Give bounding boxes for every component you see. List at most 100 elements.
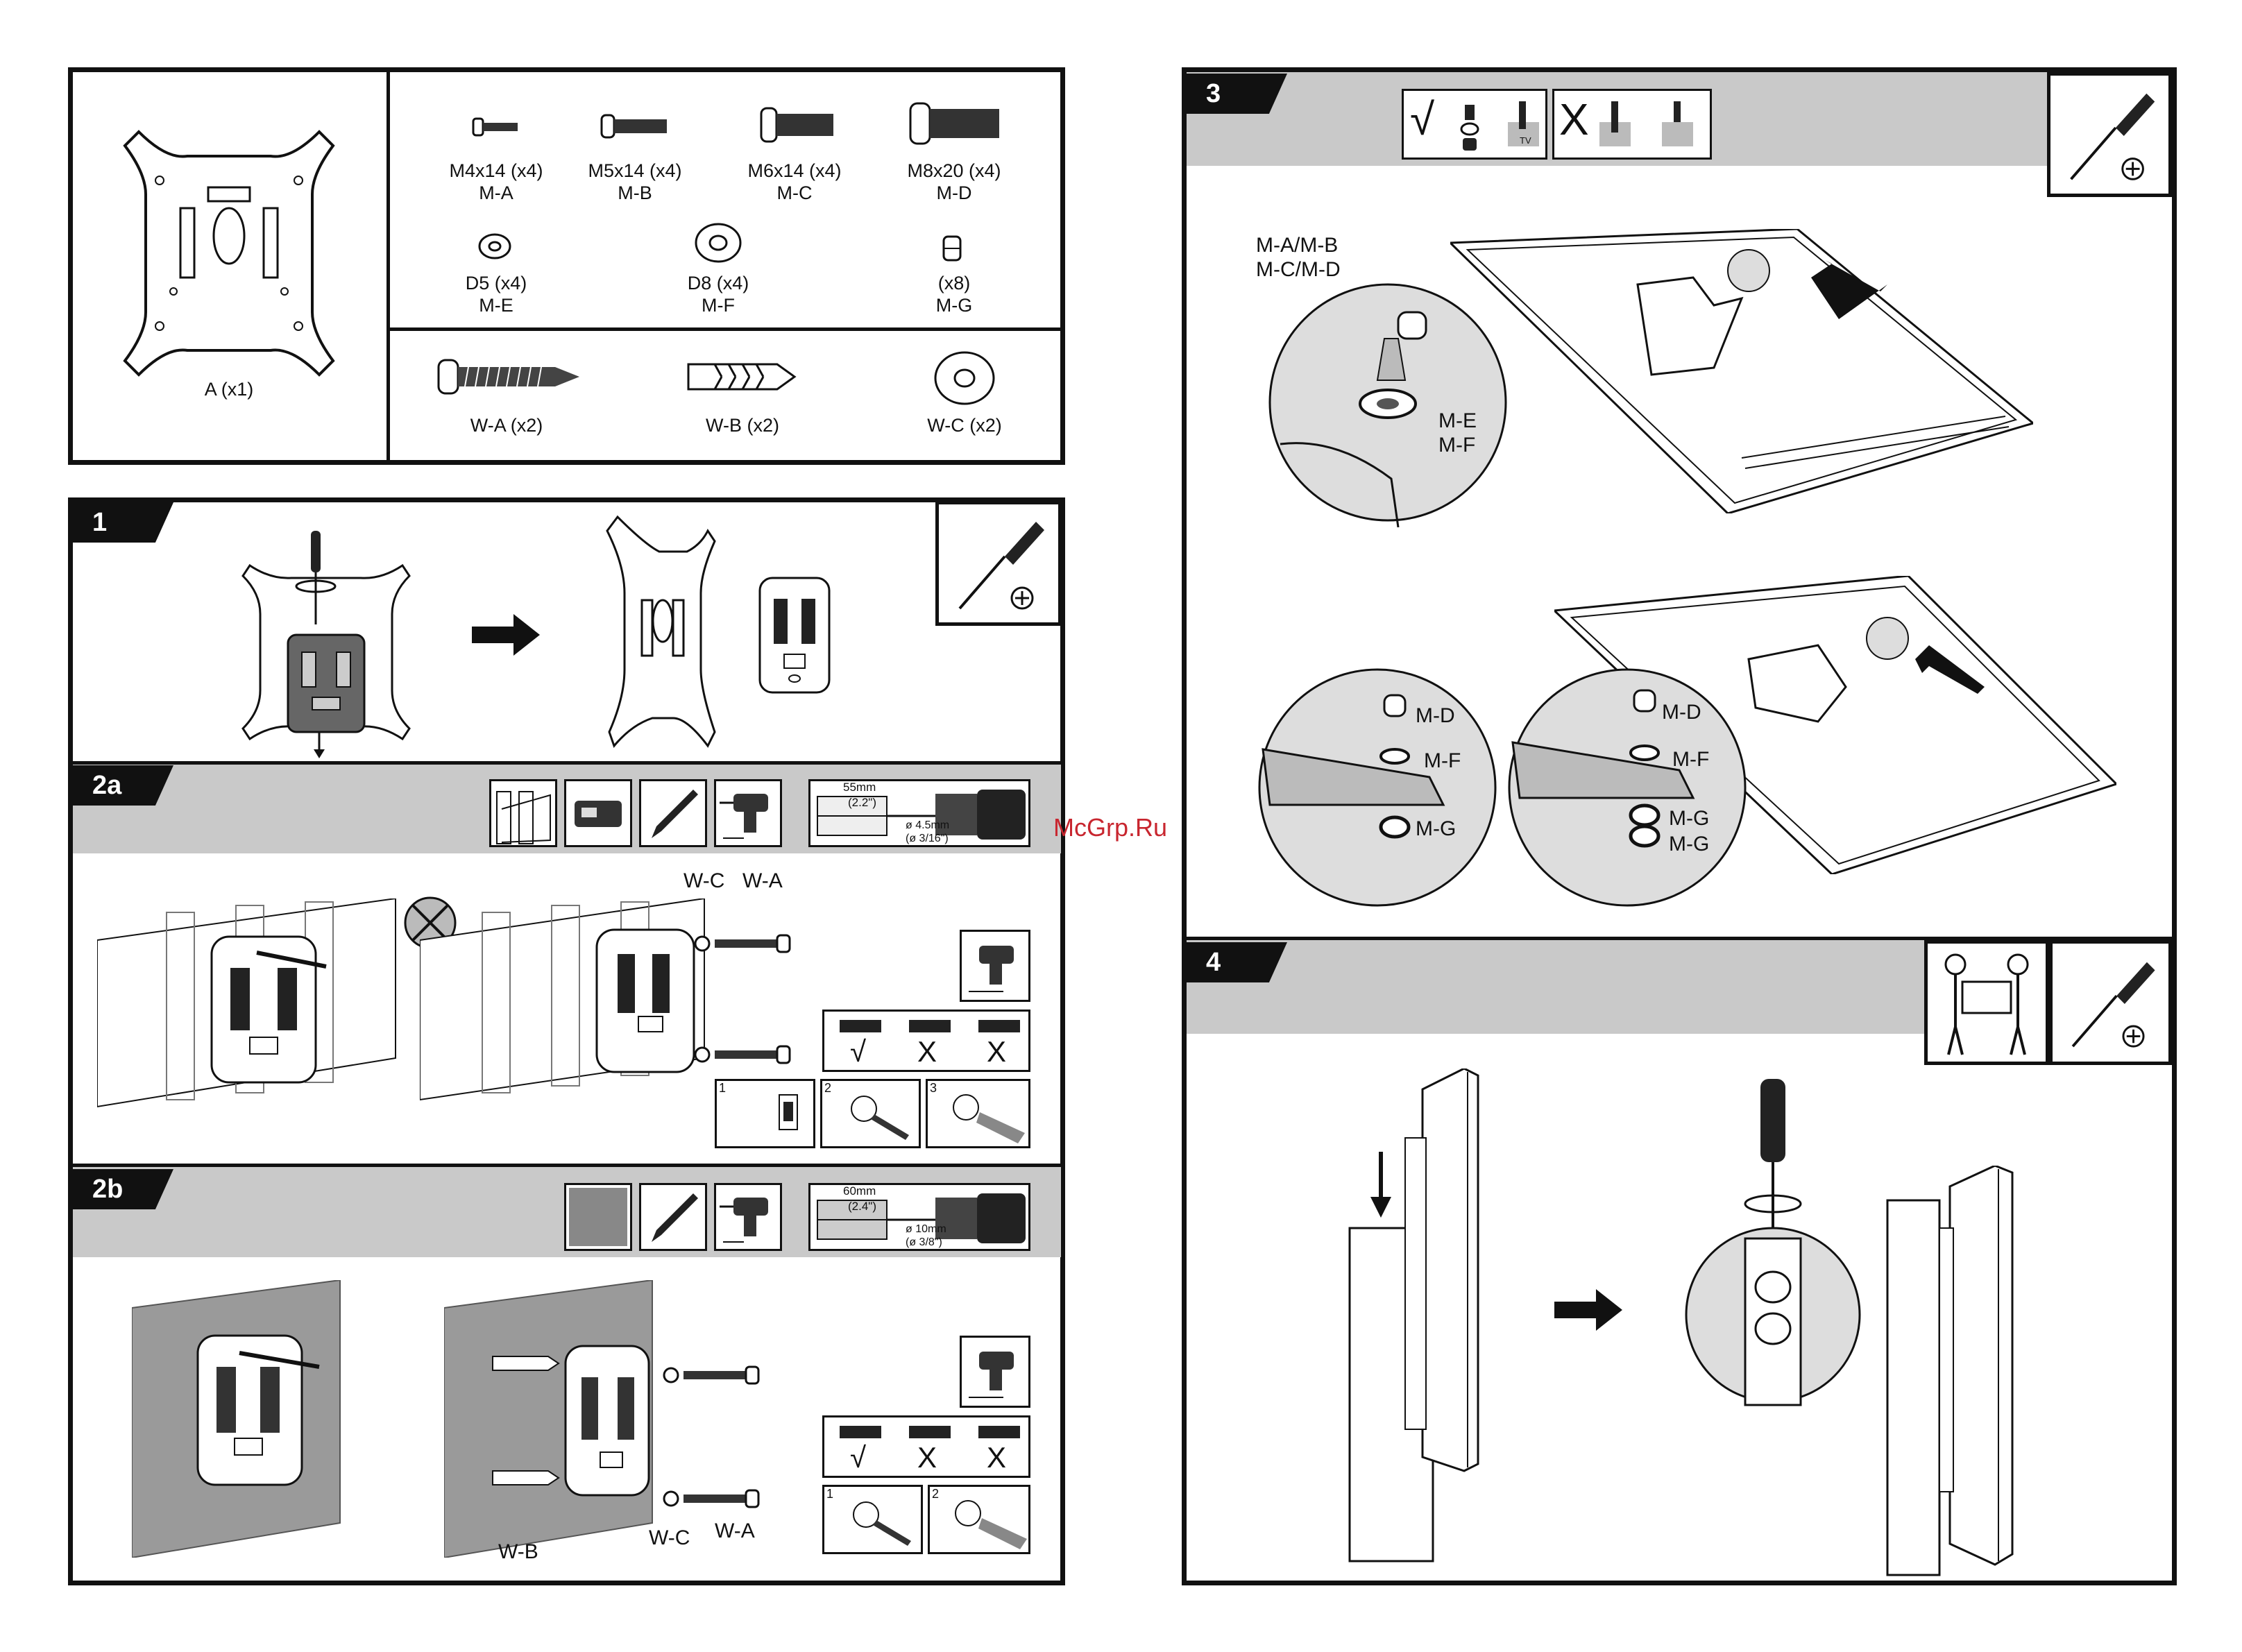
step-2b-sub-2-number: 2 [932, 1487, 940, 1501]
no-screw-warning-icon [402, 895, 458, 951]
level-ok-icon: √ [850, 1441, 867, 1474]
stud-finder-icon [564, 779, 632, 847]
w-a-label: W-A (x2) [470, 415, 543, 436]
washer-m-f-size: D8 (x4) [687, 273, 749, 293]
step-3-detail-circle-1 [1266, 278, 1509, 527]
level-bad-icon: X [917, 1035, 937, 1068]
drill-icon [714, 1183, 782, 1251]
washer-m-e-icon [477, 232, 512, 260]
spacer-m-g-code: M-G [935, 295, 973, 316]
two-person-lift-box [1924, 940, 2049, 1065]
step-2b-number: 2b [73, 1169, 173, 1209]
step-2a-drill-small-icon [960, 930, 1030, 1002]
step-3-m-g-callout-2a: M-G [1669, 807, 1710, 830]
screw-m-d-icon [909, 101, 1003, 146]
step-2b-sub-2 [928, 1485, 1030, 1554]
step-4-tv-hanging-drawing [1332, 1068, 1499, 1568]
step-3-detail-circle-2 [1256, 666, 1506, 909]
screw-m-b-code: M-B [618, 182, 652, 203]
step-2b-diameter: ø 10mm [906, 1223, 946, 1235]
step-4-number: 4 [1187, 942, 1287, 982]
step-2a-number: 2a [73, 765, 173, 806]
step-3-m-g-callout-2b: M-G [1669, 833, 1710, 855]
step-3-detail-circle-3 [1506, 666, 1756, 909]
step-2b-w-a-callout: W-A [715, 1519, 755, 1542]
washer-m-e-size: D5 (x4) [465, 273, 527, 293]
step-2a-divider [73, 761, 1061, 765]
wood-screw-w-a-icon [437, 357, 583, 396]
screw-m-b-icon [600, 111, 670, 142]
screw-m-d-size: M8x20 (x4) [907, 160, 1001, 181]
step-2a-wall-drawing-2 [420, 899, 725, 1107]
step-2a-sub-3-number: 3 [930, 1081, 937, 1095]
step-2a-screw-bottom [694, 1041, 798, 1068]
watermark: McGrp.Ru [1053, 813, 1168, 842]
screw-m-a-icon [472, 114, 520, 139]
step-4-arrow-icon [1554, 1289, 1624, 1331]
pencil-icon [639, 1183, 707, 1251]
step-2a-w-c-callout: W-C [683, 869, 725, 892]
step-2a-w-a-callout: W-A [742, 869, 783, 892]
screw-m-a-code: M-A [479, 182, 513, 203]
washer-m-e-code: M-E [479, 295, 513, 316]
w-c-label: W-C (x2) [927, 415, 1002, 436]
bracket-a-drawing [111, 118, 347, 389]
step-2a-sub-2-number: 2 [824, 1081, 832, 1095]
step-2a-sub-1-number: 1 [719, 1081, 727, 1095]
step-3-m-d-callout-1: M-D [1416, 704, 1455, 727]
level-bad-icon: X [987, 1035, 1007, 1068]
step-2b-sub-1-number: 1 [826, 1487, 834, 1501]
step-1-number: 1 [73, 502, 173, 543]
step-3-m-f-callout-1: M-F [1424, 749, 1461, 772]
screw-m-c-size: M6x14 (x4) [747, 160, 842, 181]
step-2b-depth-in: (2.4") [848, 1200, 876, 1213]
step-3-tv-drawing-top [1450, 229, 2033, 513]
step-2b-diameter-in: (ø 3/8") [906, 1236, 942, 1248]
step-2b-wall-drawing-2 [444, 1280, 666, 1558]
step-2a-depth: 55mm [843, 781, 876, 794]
step-1-arrow-icon [472, 614, 541, 656]
parts-divider [387, 69, 390, 463]
step-2b-screw-bottom [663, 1485, 767, 1513]
step-2b-divider [73, 1164, 1061, 1167]
step-2b-level-box [822, 1415, 1030, 1478]
step-2a-diameter: ø 4.5mm [906, 819, 950, 831]
level-ok-icon: √ [850, 1035, 867, 1068]
screw-m-b-size: M5x14 (x4) [588, 160, 682, 181]
level-bad-icon: X [917, 1441, 937, 1474]
step-2b-wall-drawing-1 [132, 1280, 347, 1558]
screw-m-d-code: M-D [936, 182, 972, 203]
screwdriver-icon [2071, 962, 2155, 1048]
w-b-label: W-B (x2) [706, 415, 779, 436]
step-4-detail-circle [1683, 1079, 1863, 1412]
step-2a-screw-top [694, 930, 798, 957]
anchor-w-b-icon [687, 357, 798, 396]
step-2a-sub-2 [820, 1079, 921, 1148]
step-3-m-f-callout-2: M-F [1672, 748, 1710, 771]
step-2a-depth-in: (2.2") [848, 796, 876, 809]
step-2b-sub-1 [822, 1485, 923, 1554]
bracket-a-label: A (x1) [204, 379, 254, 400]
spacer-m-g-size: (x8) [937, 273, 971, 293]
washer-m-f-icon [694, 222, 742, 264]
step-2b-drill-small-icon [960, 1336, 1030, 1408]
step-3-number: 3 [1187, 74, 1287, 114]
step-2a-level-box [822, 1010, 1030, 1072]
step-3-correct-box [1402, 89, 1547, 160]
screw-m-c-icon [760, 105, 836, 144]
pencil-icon [639, 779, 707, 847]
step-2a-diameter-in: (ø 3/16") [906, 833, 949, 844]
step-4-tv-mounted-drawing [1874, 1166, 2026, 1582]
step-1-bracket-drawing [604, 510, 722, 753]
screw-m-c-code: M-C [776, 182, 813, 203]
drill-icon [714, 779, 782, 847]
concrete-wall-icon [564, 1183, 632, 1251]
parts-divider-h [389, 327, 1062, 331]
step-2b-screw-top [663, 1361, 767, 1389]
step-2a-wall-drawing-1 [97, 899, 402, 1114]
step-2a-sub-1 [715, 1079, 815, 1148]
step-2b-w-b-callout: W-B [498, 1540, 538, 1563]
screwdriver-icon [2070, 93, 2155, 180]
step-2b-w-c-callout: W-C [649, 1526, 690, 1549]
step-3-screwdriver-box [2047, 72, 2172, 197]
